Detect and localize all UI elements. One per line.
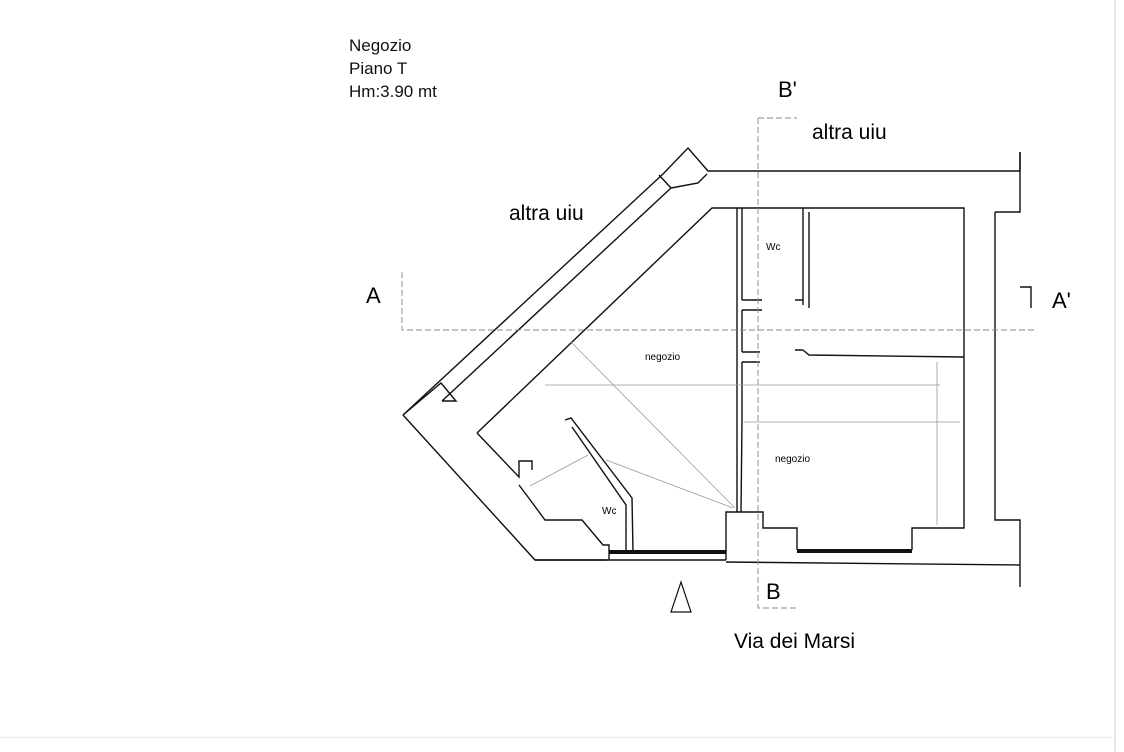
scan-bottom-edge <box>0 737 1116 738</box>
section-label-b: B <box>766 579 781 604</box>
entrance-arrow-icon <box>670 580 692 613</box>
wc-door-stubs <box>742 299 803 363</box>
plan-header: Negozio Piano T Hm:3.90 mt <box>349 34 437 103</box>
section-label-a: A <box>366 283 381 308</box>
dim-line-1 <box>570 341 736 509</box>
stair-wall-inner <box>571 426 627 552</box>
wall-room-left <box>476 432 610 560</box>
wall-east-outer <box>1020 286 1032 308</box>
wall-south-inner <box>725 511 926 560</box>
section-label-b-prime: B' <box>778 77 797 102</box>
wall-east <box>926 152 1021 587</box>
street-label: Via dei Marsi <box>734 630 855 653</box>
room-label-negozio-right: negozio <box>775 454 810 465</box>
section-line-b <box>757 118 798 609</box>
unit-type: Negozio <box>349 36 412 55</box>
dim-line-2 <box>605 459 734 509</box>
wall-outer-nw <box>402 146 1021 416</box>
section-lines <box>401 117 1035 609</box>
scan-edge <box>1114 0 1116 752</box>
neighbor-label-left: altra uiu <box>509 202 584 225</box>
floor-label: Piano T <box>349 59 408 78</box>
wall-inner-diagonal <box>476 207 965 434</box>
dim-line-3 <box>529 454 589 487</box>
stair-wall <box>564 417 634 553</box>
wall-outer-sw <box>402 414 607 561</box>
room-label-wc-top: Wc <box>766 242 780 253</box>
section-line-a <box>401 272 1035 331</box>
windows <box>609 549 912 554</box>
room-label-negozio-left: negozio <box>645 352 680 363</box>
dimension-lines <box>529 341 960 525</box>
room-label-wc-left: Wc <box>602 506 616 517</box>
section-label-a-prime: A' <box>1052 288 1071 313</box>
wall-south-outer <box>535 559 1021 566</box>
wall-stub-left <box>402 382 458 416</box>
wc-top-right-wall <box>802 208 965 358</box>
partition-center <box>736 208 743 513</box>
neighbor-label-top: altra uiu <box>812 121 887 144</box>
height-label: Hm:3.90 mt <box>349 82 437 101</box>
